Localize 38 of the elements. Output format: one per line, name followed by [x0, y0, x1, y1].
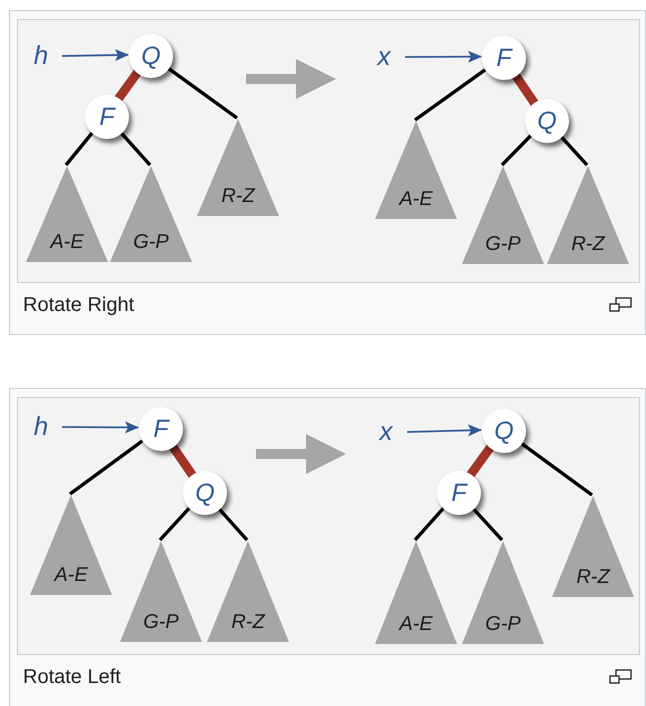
tree-edge	[64, 132, 94, 166]
tree-edge	[560, 135, 588, 166]
tree-edge	[520, 442, 594, 496]
subtree-label: A-E	[399, 612, 433, 636]
tree-edge	[472, 507, 504, 542]
pointer-arrow	[406, 424, 482, 436]
tree-edge	[217, 507, 248, 542]
tree-edge	[466, 442, 496, 480]
subtree-label: G-P	[485, 612, 521, 636]
subtree-label: G-P	[143, 610, 179, 634]
pointer-arrow	[62, 49, 129, 62]
tree-edge	[500, 134, 532, 166]
subtree-label: A-E	[54, 563, 88, 587]
subtree-label: R-Z	[571, 232, 605, 256]
tree-edge	[158, 507, 190, 542]
subtree-label: G-P	[133, 230, 169, 254]
pointer-arrow	[62, 421, 139, 434]
tree-edge	[119, 131, 152, 166]
pointer-label: x	[378, 41, 390, 71]
pointer-label: x	[380, 416, 392, 446]
pointer-arrow	[405, 50, 482, 63]
panel-label: Rotate Left	[23, 665, 121, 689]
tree-edge	[166, 66, 238, 120]
pointer-label: h	[34, 411, 48, 441]
subtree-label: R-Z	[231, 610, 265, 634]
pointer-label: h	[34, 40, 48, 70]
panel-label: Rotate Right	[23, 293, 134, 317]
thumbnail-frame	[9, 10, 646, 335]
tree-edge	[68, 440, 144, 496]
thumbnail-frame	[9, 388, 646, 706]
subtree-label: A-E	[50, 230, 84, 254]
subtree-label: A-E	[399, 187, 433, 211]
tree-edge	[414, 68, 486, 122]
subtree-label: R-Z	[576, 565, 610, 589]
tree-edge	[414, 507, 445, 542]
subtree-label: G-P	[485, 232, 521, 256]
tree-edge	[113, 68, 143, 104]
subtree-label: R-Z	[221, 184, 255, 208]
